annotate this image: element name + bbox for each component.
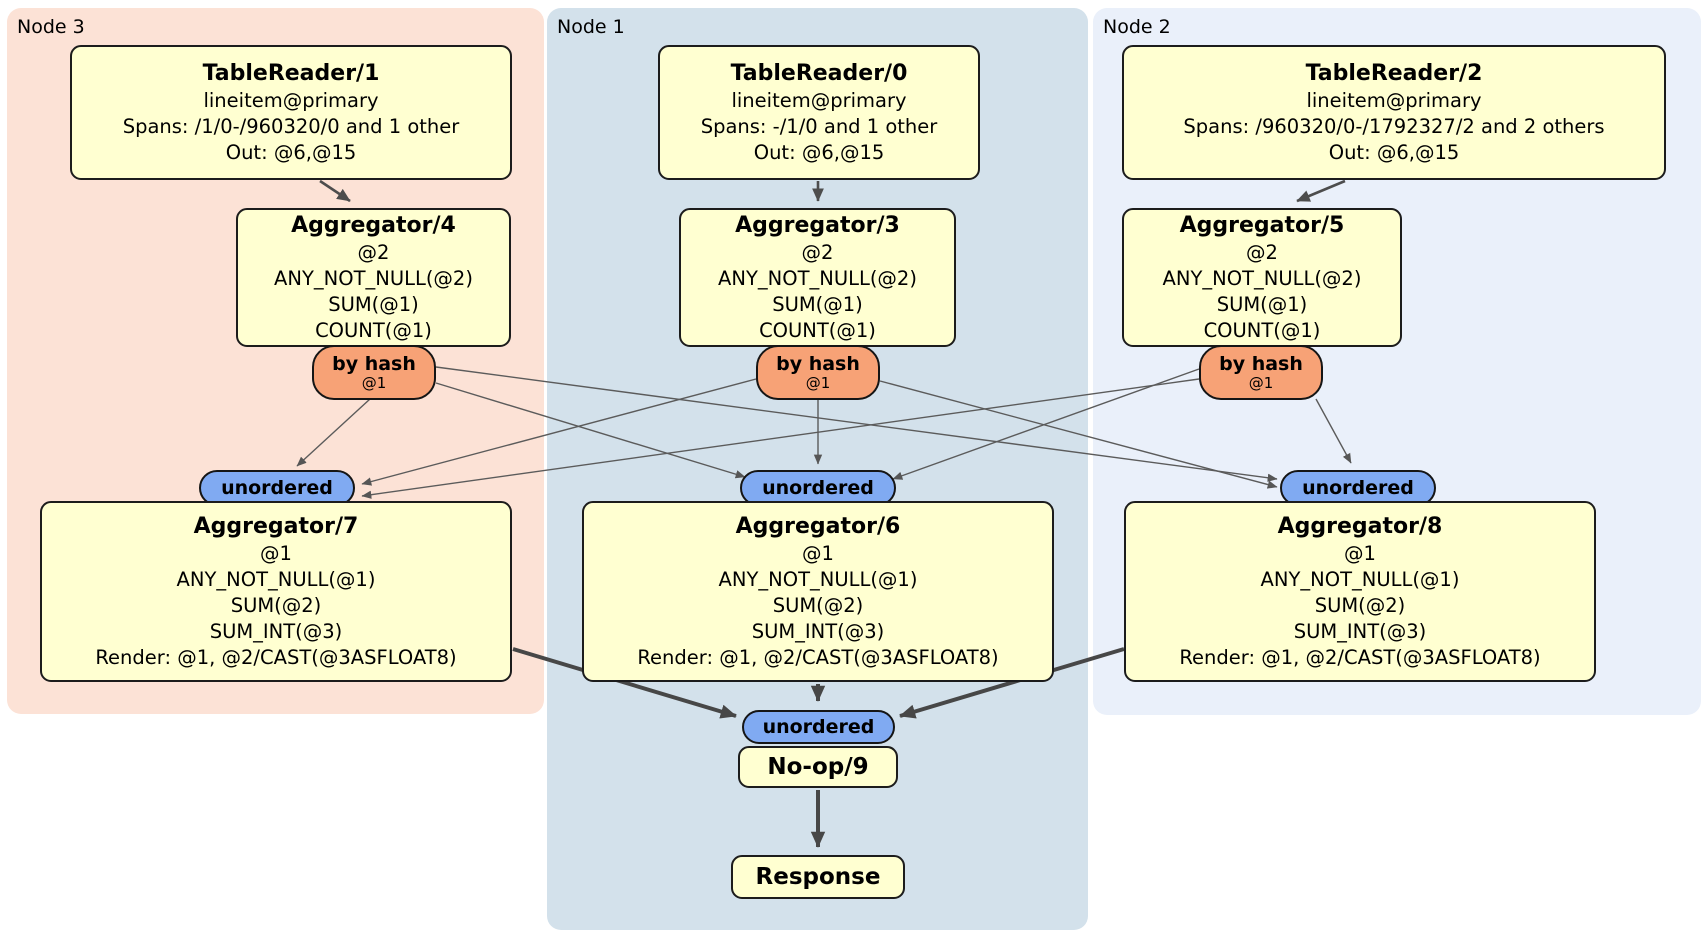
agg-fn: COUNT(@1) [315, 319, 432, 342]
group-cols: @2 [1246, 241, 1278, 264]
processor-out: Out: @6,@15 [753, 141, 885, 164]
processor-aggregator-5: Aggregator/5 @2 ANY_NOT_NULL(@2) SUM(@1)… [1122, 208, 1402, 347]
group-cols: @1 [802, 542, 834, 565]
response-node: Response [731, 855, 905, 899]
processor-title: TableReader/0 [730, 61, 908, 86]
processor-title: Aggregator/5 [1179, 213, 1345, 238]
group-cols: @2 [357, 241, 390, 264]
processor-index: lineitem@primary [203, 89, 379, 112]
agg-fn: SUM(@1) [772, 293, 863, 316]
sync-label: unordered [221, 477, 333, 499]
render-expr: Render: @1, @2/CAST(@3ASFLOAT8) [1179, 646, 1541, 669]
router-columns: @1 [361, 374, 387, 392]
processor-title: Aggregator/6 [735, 514, 901, 539]
sync-unordered-node3: unordered [199, 470, 355, 506]
agg-fn: SUM_INT(@3) [751, 620, 885, 643]
processor-aggregator-4: Aggregator/4 @2 ANY_NOT_NULL(@2) SUM(@1)… [236, 208, 511, 347]
processor-tablereader-2: TableReader/2 lineitem@primary Spans: /9… [1122, 45, 1666, 180]
processor-title: TableReader/2 [1305, 61, 1483, 86]
agg-fn: SUM(@1) [328, 293, 419, 316]
sync-label: unordered [1302, 477, 1414, 499]
processor-aggregator-8: Aggregator/8 @1 ANY_NOT_NULL(@1) SUM(@2)… [1124, 501, 1596, 682]
agg-fn: ANY_NOT_NULL(@1) [718, 568, 918, 591]
agg-fn: ANY_NOT_NULL(@2) [274, 267, 473, 290]
sync-unordered-final: unordered [742, 710, 895, 744]
processor-aggregator-6: Aggregator/6 @1 ANY_NOT_NULL(@1) SUM(@2)… [582, 501, 1054, 682]
processor-spans: Spans: /960320/0-/1792327/2 and 2 others [1183, 115, 1605, 138]
processor-out: Out: @6,@15 [1328, 141, 1460, 164]
processor-spans: Spans: -/1/0 and 1 other [700, 115, 938, 138]
group-cols: @1 [260, 542, 292, 565]
sync-label: unordered [762, 716, 875, 738]
router-by-hash-node2: by hash @1 [1199, 345, 1323, 400]
processor-title: Aggregator/4 [291, 213, 456, 238]
router-by-hash-node3: by hash @1 [312, 345, 436, 400]
agg-fn: ANY_NOT_NULL(@1) [1260, 568, 1460, 591]
agg-fn: SUM_INT(@3) [209, 620, 343, 643]
agg-fn: ANY_NOT_NULL(@1) [176, 568, 376, 591]
processor-index: lineitem@primary [731, 89, 907, 112]
router-label: by hash [1219, 353, 1303, 375]
agg-fn: ANY_NOT_NULL(@2) [1162, 267, 1362, 290]
processor-spans: Spans: /1/0-/960320/0 and 1 other [122, 115, 460, 138]
node3-label: Node 3 [17, 16, 85, 38]
node2-label: Node 2 [1103, 16, 1171, 38]
render-expr: Render: @1, @2/CAST(@3ASFLOAT8) [95, 646, 457, 669]
processor-title: TableReader/1 [202, 61, 380, 86]
router-columns: @1 [1248, 374, 1274, 392]
render-expr: Render: @1, @2/CAST(@3ASFLOAT8) [637, 646, 999, 669]
agg-fn: COUNT(@1) [1203, 319, 1321, 342]
router-label: by hash [776, 353, 860, 375]
agg-fn: SUM(@2) [230, 594, 322, 617]
agg-fn: SUM(@2) [772, 594, 864, 617]
router-columns: @1 [805, 374, 831, 392]
processor-tablereader-0: TableReader/0 lineitem@primary Spans: -/… [658, 45, 980, 180]
processor-tablereader-1: TableReader/1 lineitem@primary Spans: /1… [70, 45, 512, 180]
router-by-hash-node1: by hash @1 [756, 345, 880, 400]
processor-aggregator-7: Aggregator/7 @1 ANY_NOT_NULL(@1) SUM(@2)… [40, 501, 512, 682]
response-title: Response [755, 864, 881, 890]
agg-fn: SUM_INT(@3) [1293, 620, 1427, 643]
processor-out: Out: @6,@15 [225, 141, 357, 164]
router-label: by hash [332, 353, 416, 375]
processor-index: lineitem@primary [1306, 89, 1482, 112]
processor-aggregator-3: Aggregator/3 @2 ANY_NOT_NULL(@2) SUM(@1)… [679, 208, 956, 347]
processor-noop-9: No-op/9 [738, 746, 898, 788]
sync-label: unordered [762, 477, 874, 499]
group-cols: @2 [801, 241, 834, 264]
agg-fn: SUM(@2) [1314, 594, 1406, 617]
agg-fn: ANY_NOT_NULL(@2) [718, 267, 917, 290]
processor-title: Aggregator/3 [735, 213, 900, 238]
sync-unordered-node1: unordered [740, 470, 896, 506]
processor-title: Aggregator/7 [193, 514, 359, 539]
node1-label: Node 1 [557, 16, 625, 38]
agg-fn: SUM(@1) [1216, 293, 1308, 316]
agg-fn: COUNT(@1) [759, 319, 876, 342]
processor-title: No-op/9 [767, 754, 869, 780]
processor-title: Aggregator/8 [1277, 514, 1443, 539]
group-cols: @1 [1344, 542, 1376, 565]
